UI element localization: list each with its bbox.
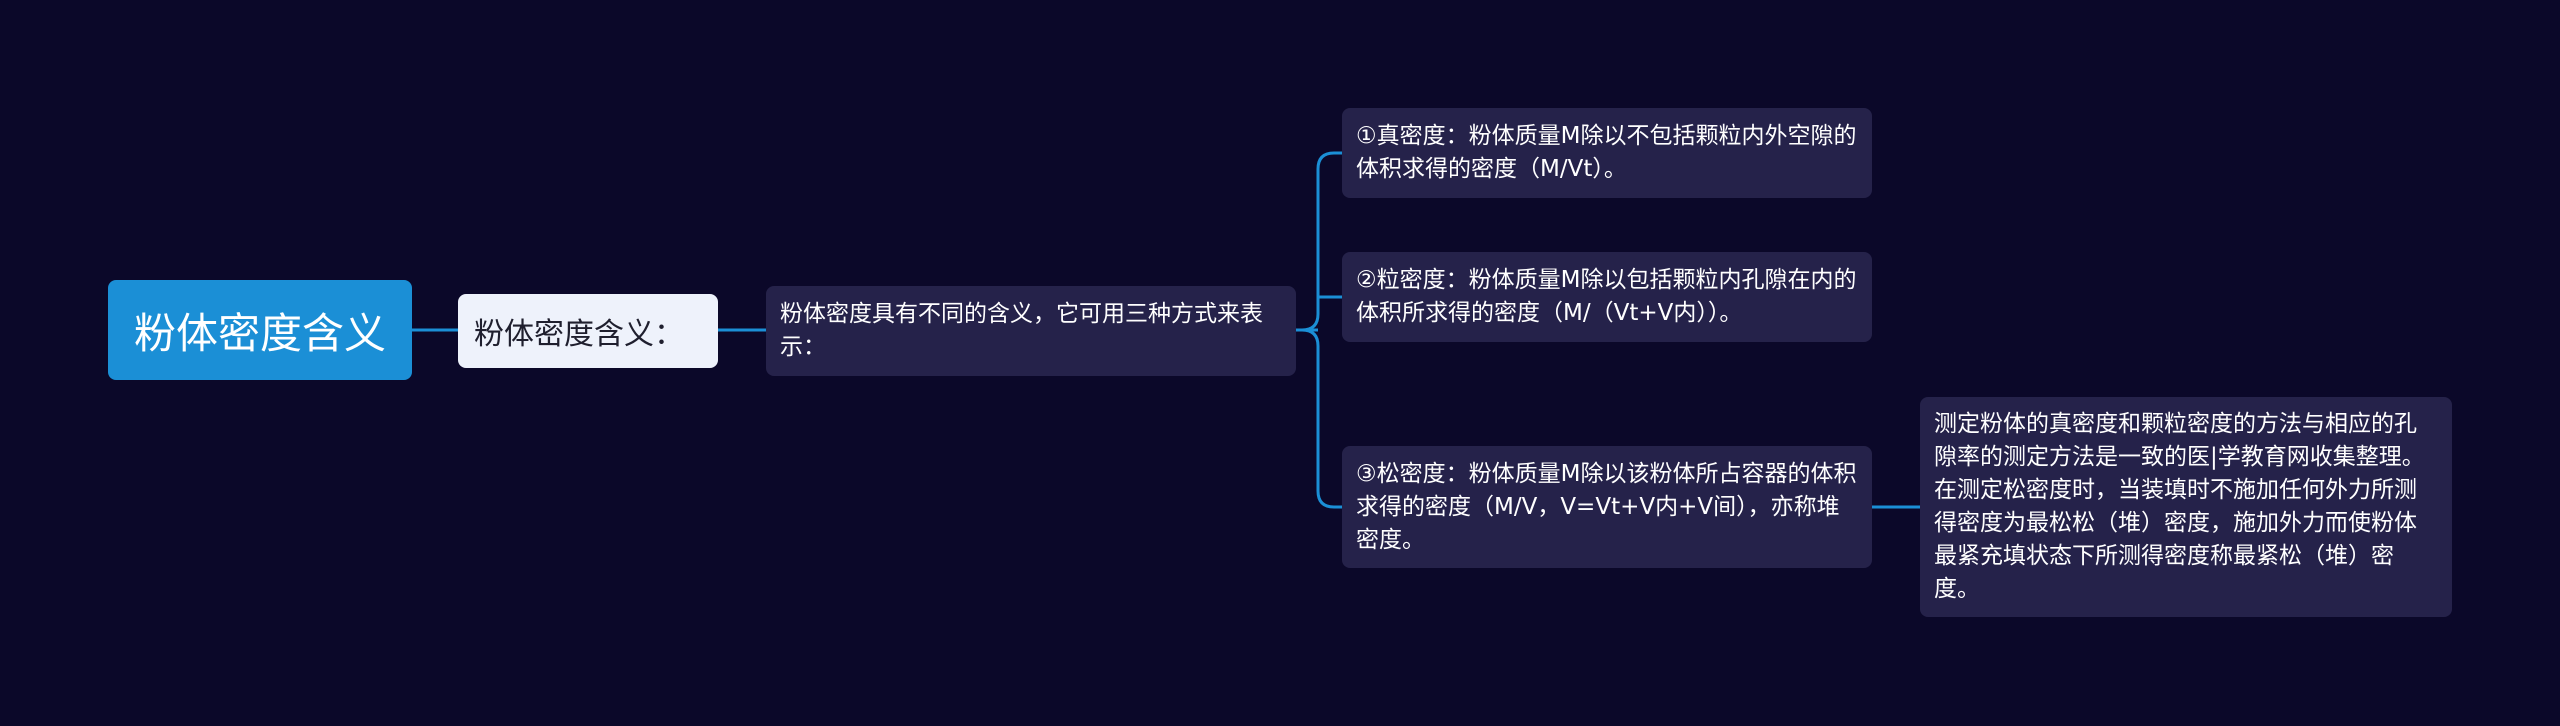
topic-node-definition-label: 粉体密度含义： <box>474 317 684 352</box>
topic-node-bulk-density-label: ③松密度：粉体质量M除以该粉体所占容器的体积求得的密度（M/V，V=Vt+V内+… <box>1356 460 1857 553</box>
topic-node-overview-label: 粉体密度具有不同的含义，它可用三种方式来表示： <box>780 301 1263 360</box>
topic-node-particle-density-label: ②粒密度：粉体质量M除以包括颗粒内孔隙在内的体积所求得的密度（M/（Vt+V内）… <box>1356 267 1857 326</box>
connector-branch-3 <box>1301 328 1342 509</box>
connector-branch-1 <box>1301 151 1342 332</box>
topic-node-particle-density[interactable]: ②粒密度：粉体质量M除以包括颗粒内孔隙在内的体积所求得的密度（M/（Vt+V内）… <box>1342 252 1872 342</box>
topic-node-measurement-note-label: 测定粉体的真密度和颗粒密度的方法与相应的孔隙率的测定方法是一致的医|学教育网收集… <box>1934 411 2425 602</box>
topic-node-true-density[interactable]: ①真密度：粉体质量M除以不包括颗粒内外空隙的体积求得的密度（M/Vt）。 <box>1342 108 1872 198</box>
topic-node-bulk-density[interactable]: ③松密度：粉体质量M除以该粉体所占容器的体积求得的密度（M/V，V=Vt+V内+… <box>1342 446 1872 568</box>
topic-node-true-density-label: ①真密度：粉体质量M除以不包括颗粒内外空隙的体积求得的密度（M/Vt）。 <box>1356 123 1857 182</box>
topic-node-measurement-note[interactable]: 测定粉体的真密度和颗粒密度的方法与相应的孔隙率的测定方法是一致的医|学教育网收集… <box>1920 397 2452 617</box>
topic-node-definition[interactable]: 粉体密度含义： <box>458 294 718 368</box>
root-node[interactable]: 粉体密度含义 <box>108 280 412 380</box>
topic-node-overview[interactable]: 粉体密度具有不同的含义，它可用三种方式来表示： <box>766 286 1296 376</box>
root-node-label: 粉体密度含义 <box>133 308 386 358</box>
